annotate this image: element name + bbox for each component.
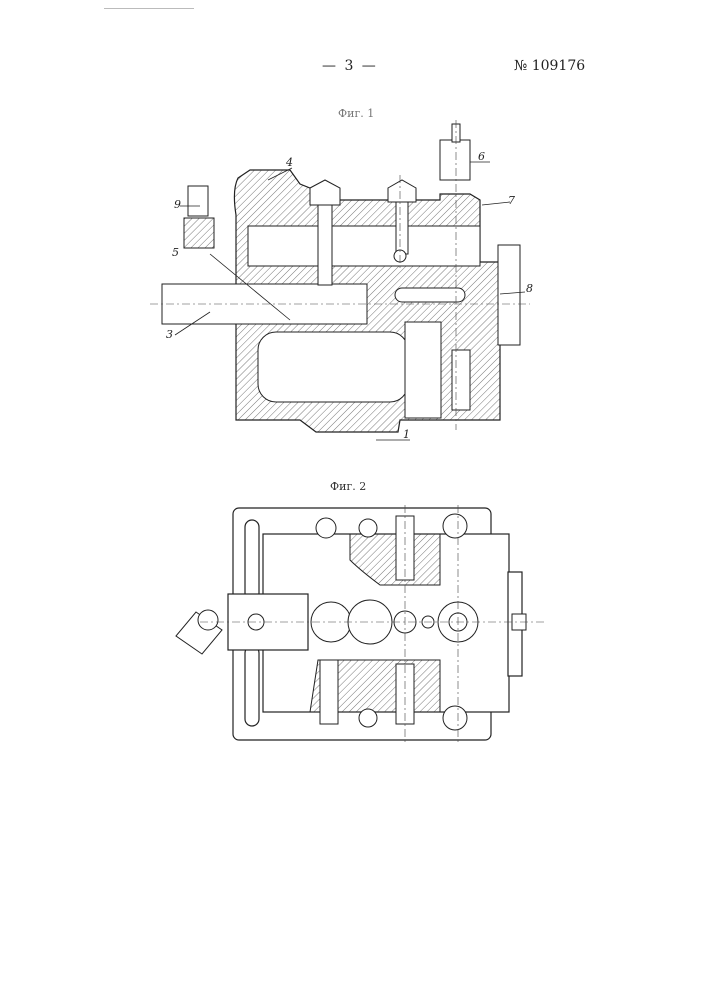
- bolt-head-2: [388, 180, 416, 202]
- bolt-shank-2: [396, 202, 408, 254]
- top-bolt-left: [316, 518, 336, 538]
- bolt-head-1: [310, 180, 340, 205]
- bottom-hole: [359, 709, 377, 727]
- left-slot-bottom: [245, 646, 259, 726]
- bottom-bolt-right: [443, 706, 467, 730]
- bottom-stud: [320, 660, 338, 724]
- bore-2: [348, 600, 392, 644]
- knurled-knob: [184, 218, 214, 248]
- bolt-shank-1: [318, 205, 332, 285]
- label-3: 3: [166, 328, 173, 341]
- figure-2-drawing: [0, 490, 707, 790]
- left-screw: [188, 186, 208, 216]
- figure-1-drawing: 4 9 5 3 6 7 8 1: [0, 0, 707, 470]
- piston: [405, 322, 441, 418]
- top-hole: [359, 519, 377, 537]
- top-bolt-right: [443, 514, 467, 538]
- gauge-body: [440, 140, 470, 180]
- label-1: 1: [403, 428, 410, 441]
- label-5: 5: [172, 246, 179, 259]
- label-9: 9: [174, 198, 181, 211]
- upper-bore: [248, 226, 480, 266]
- label-8: 8: [526, 282, 533, 295]
- lower-bore: [258, 332, 408, 402]
- left-slot-top: [245, 520, 259, 600]
- end-plate: [498, 245, 520, 345]
- angled-fitting-eye: [198, 610, 218, 630]
- label-7: 7: [508, 194, 515, 207]
- lower-gauge: [452, 350, 470, 410]
- label-6: 6: [478, 150, 485, 163]
- label-4: 4: [285, 156, 293, 169]
- cross-pin: [395, 288, 465, 302]
